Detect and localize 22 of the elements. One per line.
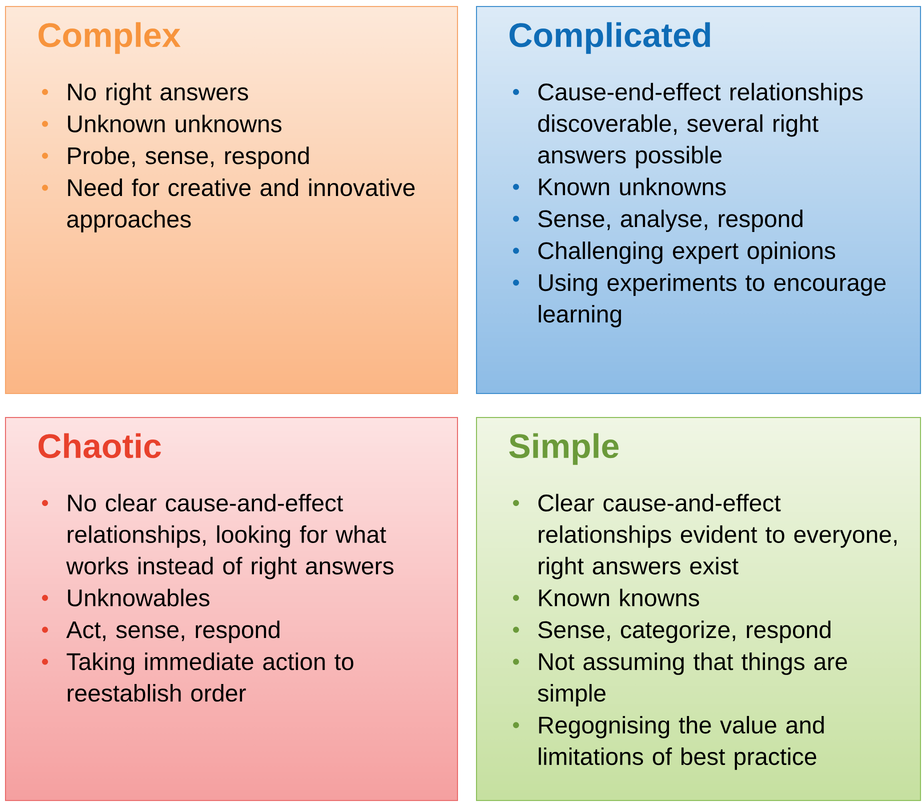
heading: Complicated	[510, 22, 710, 54]
bullet-item: Using experiments to encourage learning	[513, 273, 886, 328]
bullet-item: Sense, categorize, respond	[513, 620, 830, 644]
bullet-item: Regognising the value and limitations of best practice	[513, 716, 824, 770]
bullet-item: Known unknowns	[513, 178, 726, 196]
bullet-item: Act, sense, respond	[42, 620, 280, 644]
bullet-item: Cause-end-effect relationships discoverable, several right answers possible	[513, 82, 863, 168]
bullet-item: Taking immediate action to reestablish order	[42, 652, 354, 702]
bullet-item: Unknowables	[42, 588, 210, 606]
bullet-item: No right answers	[42, 82, 248, 106]
bullet-item: Need for creative and innovative approaches	[42, 178, 415, 232]
bullet-item: Unknown unknowns	[42, 114, 282, 132]
heading: Simple	[509, 433, 619, 465]
bullet-item: Probe, sense, respond	[42, 146, 309, 170]
bullet-item: Not assuming that things are simple	[513, 652, 847, 706]
heading: Chaotic	[38, 433, 161, 458]
bullet-item: Known knowns	[513, 588, 700, 606]
bullet-item: Challenging expert opinions	[513, 242, 836, 264]
bullet-item: No clear cause-and-effect relationships, looking for what works instead of right answers	[42, 494, 394, 580]
bullet-item: Clear cause-and-effect relationships evident to everyone, right answers exist	[513, 494, 896, 580]
bullet-item: Sense, analyse, respond	[513, 210, 802, 232]
heading: Complex	[38, 22, 181, 54]
